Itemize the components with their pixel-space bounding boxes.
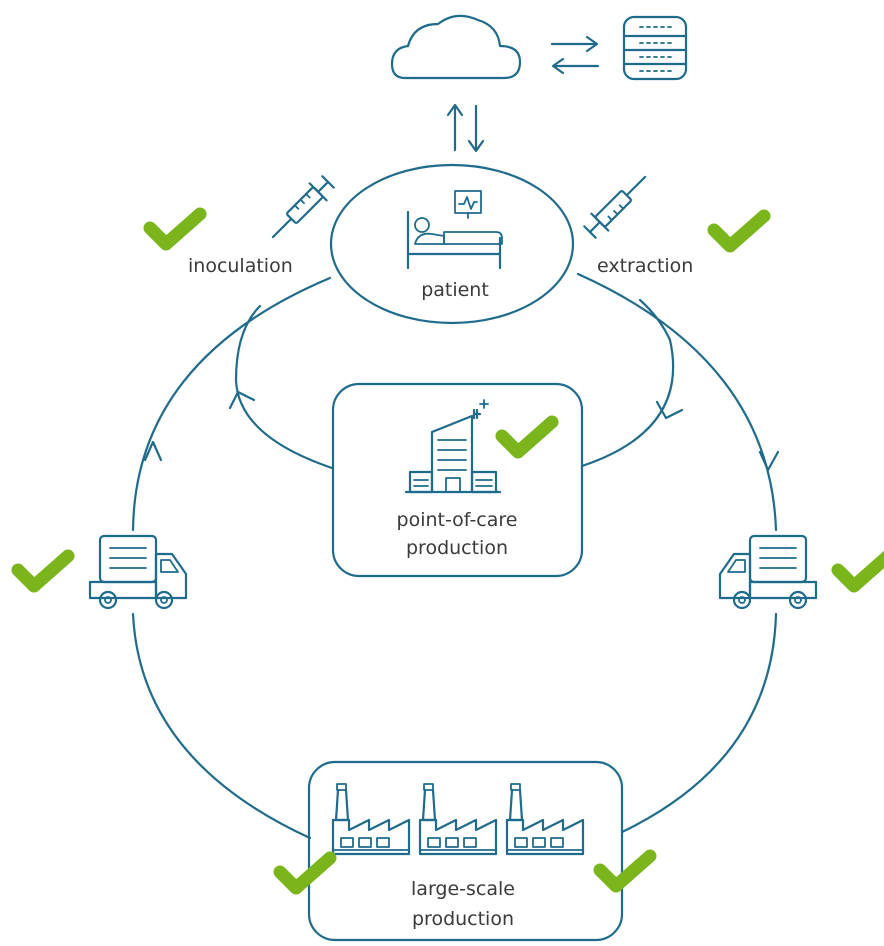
point-of-care-production-node: point-of-care production bbox=[331, 382, 584, 578]
factory-icon bbox=[331, 782, 411, 856]
delivery-truck-icon bbox=[718, 534, 818, 610]
checkmark-icon bbox=[150, 214, 200, 244]
large-scale-production-node: large-scale production bbox=[307, 760, 624, 942]
factory-icon bbox=[505, 782, 585, 856]
delivery-truck-icon bbox=[88, 534, 188, 610]
sync-arrows-icon bbox=[550, 35, 600, 75]
extraction-label: extraction bbox=[597, 255, 693, 277]
factory-icon bbox=[418, 782, 498, 856]
checkmark-icon bbox=[714, 216, 764, 246]
point-of-care-label-line2: production bbox=[406, 537, 508, 559]
patient-node: patient bbox=[329, 163, 575, 325]
checkmark-icon bbox=[280, 858, 330, 888]
vertical-sync-arrows bbox=[446, 103, 485, 153]
large-scale-label-line1: large-scale bbox=[411, 878, 515, 900]
syringe-icon bbox=[583, 175, 647, 239]
database-icon bbox=[622, 15, 688, 81]
inoculation-label: inoculation bbox=[188, 255, 293, 277]
checkmark-icon bbox=[838, 556, 884, 586]
checkmark-icon bbox=[18, 556, 68, 586]
cloud-icon bbox=[390, 14, 522, 80]
point-of-care-loop bbox=[228, 298, 684, 470]
patient-label: patient bbox=[421, 279, 489, 301]
point-of-care-label-line1: point-of-care bbox=[397, 509, 518, 531]
patient-bed-icon bbox=[406, 210, 503, 270]
syringe-icon bbox=[271, 175, 335, 239]
checkmark-icon bbox=[502, 422, 552, 452]
large-scale-loop bbox=[131, 272, 780, 840]
hospital-building-icon bbox=[404, 399, 502, 494]
checkmark-icon bbox=[600, 856, 650, 886]
large-scale-label-line2: production bbox=[412, 908, 514, 930]
heart-monitor-icon bbox=[454, 190, 482, 219]
